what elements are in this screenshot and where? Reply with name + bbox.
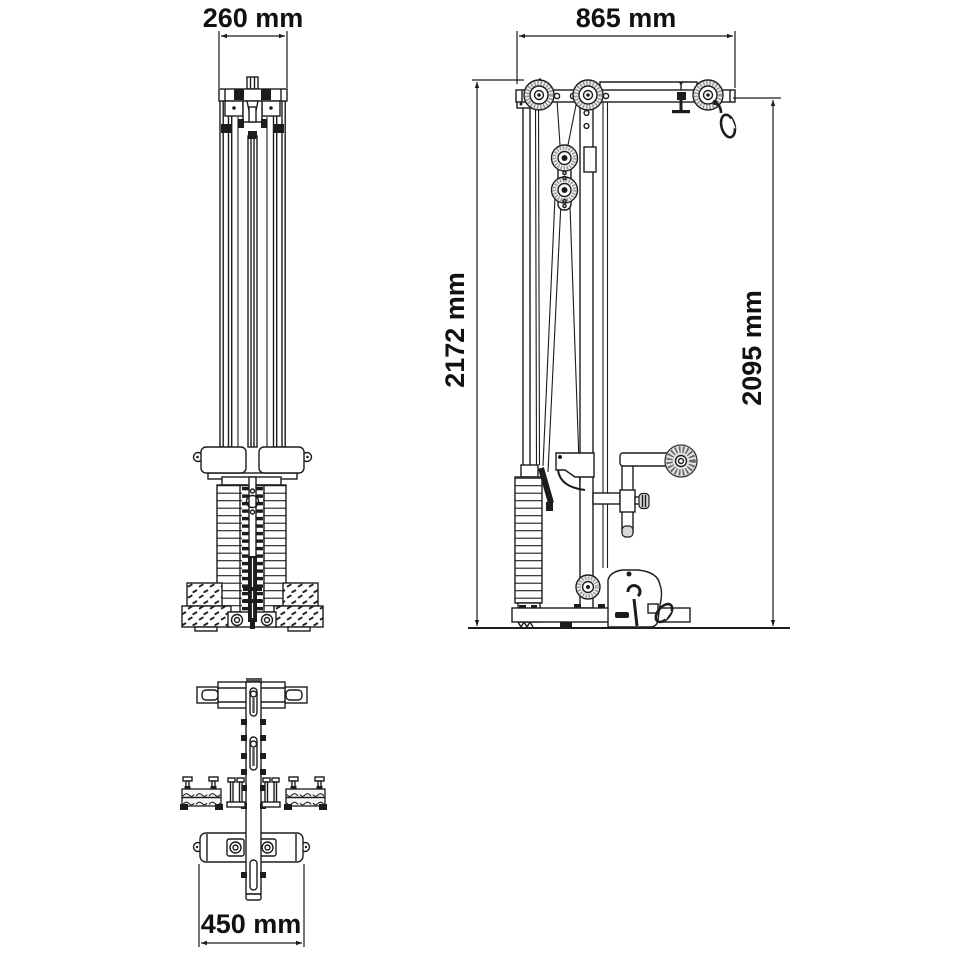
dimension-side-width: 865 mm <box>516 3 736 88</box>
side-cables <box>534 99 609 577</box>
seat-slider <box>619 489 636 513</box>
front-guide-rods <box>219 100 286 448</box>
diamond-block-lower-left <box>181 605 232 628</box>
front-top-bracket <box>218 76 288 139</box>
weight-plates-side <box>514 476 543 604</box>
low-hook <box>626 584 642 627</box>
low-pulley <box>575 574 601 600</box>
top-width-label: 450 mm <box>201 909 302 939</box>
front-center-rod <box>247 135 258 448</box>
base-bolt-right <box>260 613 274 627</box>
selector-rod <box>248 476 257 563</box>
side-view <box>468 78 790 629</box>
stack-strap <box>538 467 554 504</box>
thigh-pad-arm <box>619 452 673 467</box>
diamond-block-upper-right <box>282 582 319 607</box>
housing-pin <box>615 612 629 618</box>
spine-slot-3 <box>249 859 258 891</box>
main-column <box>579 101 597 609</box>
rubber-bumper-right <box>258 446 305 474</box>
beam-pulley-middle <box>572 79 604 111</box>
dimension-overall-height: 2172 mm <box>440 79 524 626</box>
column-plate <box>583 146 597 173</box>
side-width-label: 865 mm <box>576 3 677 33</box>
seat-assembly <box>555 444 698 538</box>
beam-pull-pin <box>672 81 690 114</box>
top-spine <box>241 681 266 901</box>
stack-top-plate-side <box>520 464 539 478</box>
top-base-plate <box>192 832 311 863</box>
top-view <box>180 678 328 901</box>
front-view <box>181 76 324 632</box>
adjust-knob <box>638 492 650 510</box>
front-weight-stack <box>216 476 287 613</box>
carabiner-mount <box>647 603 659 614</box>
cable-guard <box>557 469 586 491</box>
rubber-bumper-left <box>200 446 247 474</box>
top-stub <box>246 76 259 90</box>
frame-height-label: 2095 mm <box>737 290 767 406</box>
front-bumpers <box>192 446 313 480</box>
dimension-top-width: 450 mm <box>198 864 305 947</box>
base-and-low-pulley <box>511 569 691 628</box>
beam-pulley-left <box>523 78 555 111</box>
top-beam <box>515 78 737 139</box>
diamond-block-upper-left <box>186 582 223 607</box>
bracket-clamp-right <box>261 89 271 100</box>
rod-clamp-left <box>221 124 232 133</box>
front-width-label: 260 mm <box>203 3 304 33</box>
dimension-frame-height: 2095 mm <box>733 97 781 626</box>
seat-support-bar <box>592 492 621 505</box>
selector-hole <box>245 494 260 509</box>
high-carabiner <box>712 99 737 139</box>
dimension-front-width: 260 mm <box>203 3 304 88</box>
thigh-roller-pad <box>664 444 698 478</box>
arm-mount-bracket <box>555 452 595 478</box>
base-bolt-left <box>230 613 244 627</box>
low-carabiner <box>654 602 674 624</box>
diamond-block-lower-right <box>273 605 324 628</box>
bracket-clamp-left <box>234 89 244 100</box>
foot-roller-right <box>261 776 328 811</box>
spring-symbol <box>517 620 534 629</box>
foot-roller-left <box>180 776 246 810</box>
rod-clamp-right <box>273 124 284 133</box>
overall-height-label: 2172 mm <box>440 272 470 388</box>
floating-pulley-block <box>550 144 579 211</box>
bracket-tab <box>246 678 262 684</box>
front-foot-plates <box>181 556 324 632</box>
